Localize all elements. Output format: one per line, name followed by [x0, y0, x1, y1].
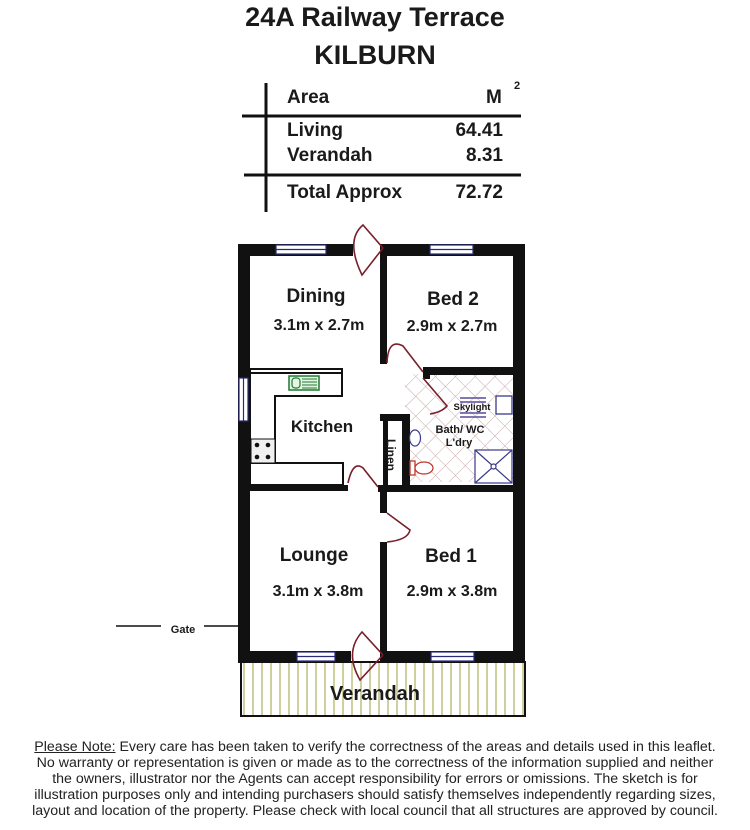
kitchen-sink-icon [288, 375, 320, 391]
basin-icon [408, 429, 422, 447]
room-label-laundry: L'dry [446, 437, 473, 449]
disclaimer-line: illustration purposes only and intending… [34, 787, 716, 803]
shower-icon [474, 449, 513, 484]
property-suburb: KILBURN [314, 40, 436, 70]
verandah-area [240, 661, 526, 717]
room-label-bed1: Bed 1 [425, 546, 477, 567]
door-lounge-kitchen [347, 465, 379, 488]
disclaimer: Please Note: Every care has been taken t… [0, 739, 750, 819]
room-label-verandah: Verandah [330, 683, 420, 705]
area-row-value: 8.31 [466, 145, 503, 166]
door-bed1 [386, 512, 411, 543]
room-size-bed1: 2.9m x 3.8m [407, 583, 498, 600]
window-kitchen [238, 377, 249, 422]
area-total-value: 72.72 [455, 182, 503, 203]
room-label-bed2: Bed 2 [427, 289, 479, 310]
area-row-label: Verandah [287, 145, 373, 166]
doors [347, 223, 449, 682]
toilet-icon [409, 460, 434, 476]
room-label-dining: Dining [286, 286, 345, 307]
disclaimer-line: Every care has been taken to verify the … [115, 739, 716, 755]
area-header-label: Area [287, 87, 330, 108]
disclaimer-heading: Please Note: [34, 739, 116, 755]
area-total-label: Total Approx [287, 182, 403, 203]
door-bath [422, 377, 449, 415]
walls [238, 244, 525, 663]
door-front-bottom [351, 630, 384, 682]
door-bed2 [386, 343, 424, 373]
window-bed2 [429, 244, 474, 255]
area-table-lines [242, 83, 521, 212]
gate-label: Gate [171, 624, 195, 636]
property-address: 24A Railway Terrace [245, 2, 505, 32]
stove-icon [250, 438, 276, 464]
room-size-bed2: 2.9m x 2.7m [407, 318, 498, 335]
vanity-basin-icon [495, 395, 513, 415]
disclaimer-line: the owners, illustrator nor the Agents c… [52, 771, 698, 787]
window-dining [275, 244, 327, 255]
window-lounge [296, 651, 336, 662]
area-unit: M [486, 87, 502, 108]
window-bed1 [430, 651, 475, 662]
room-label-bath: Bath/ WC [436, 424, 485, 436]
area-unit-superscript: 2 [514, 80, 521, 92]
room-size-lounge: 3.1m x 3.8m [273, 583, 364, 600]
windows [238, 244, 475, 662]
disclaimer-line: No warranty or representation is given o… [36, 755, 714, 771]
area-row-label: Living [287, 120, 343, 141]
disclaimer-line: layout and location of the property. Ple… [32, 803, 718, 819]
room-label-lounge: Lounge [280, 545, 349, 566]
room-label-kitchen: Kitchen [291, 417, 353, 436]
door-front-top [352, 223, 384, 277]
room-size-dining: 3.1m x 2.7m [274, 317, 365, 334]
skylight-label: Skylight [454, 402, 492, 413]
area-row-value: 64.41 [455, 120, 503, 141]
room-label-linen: Linen [384, 439, 398, 471]
skylight-icon [460, 397, 486, 418]
